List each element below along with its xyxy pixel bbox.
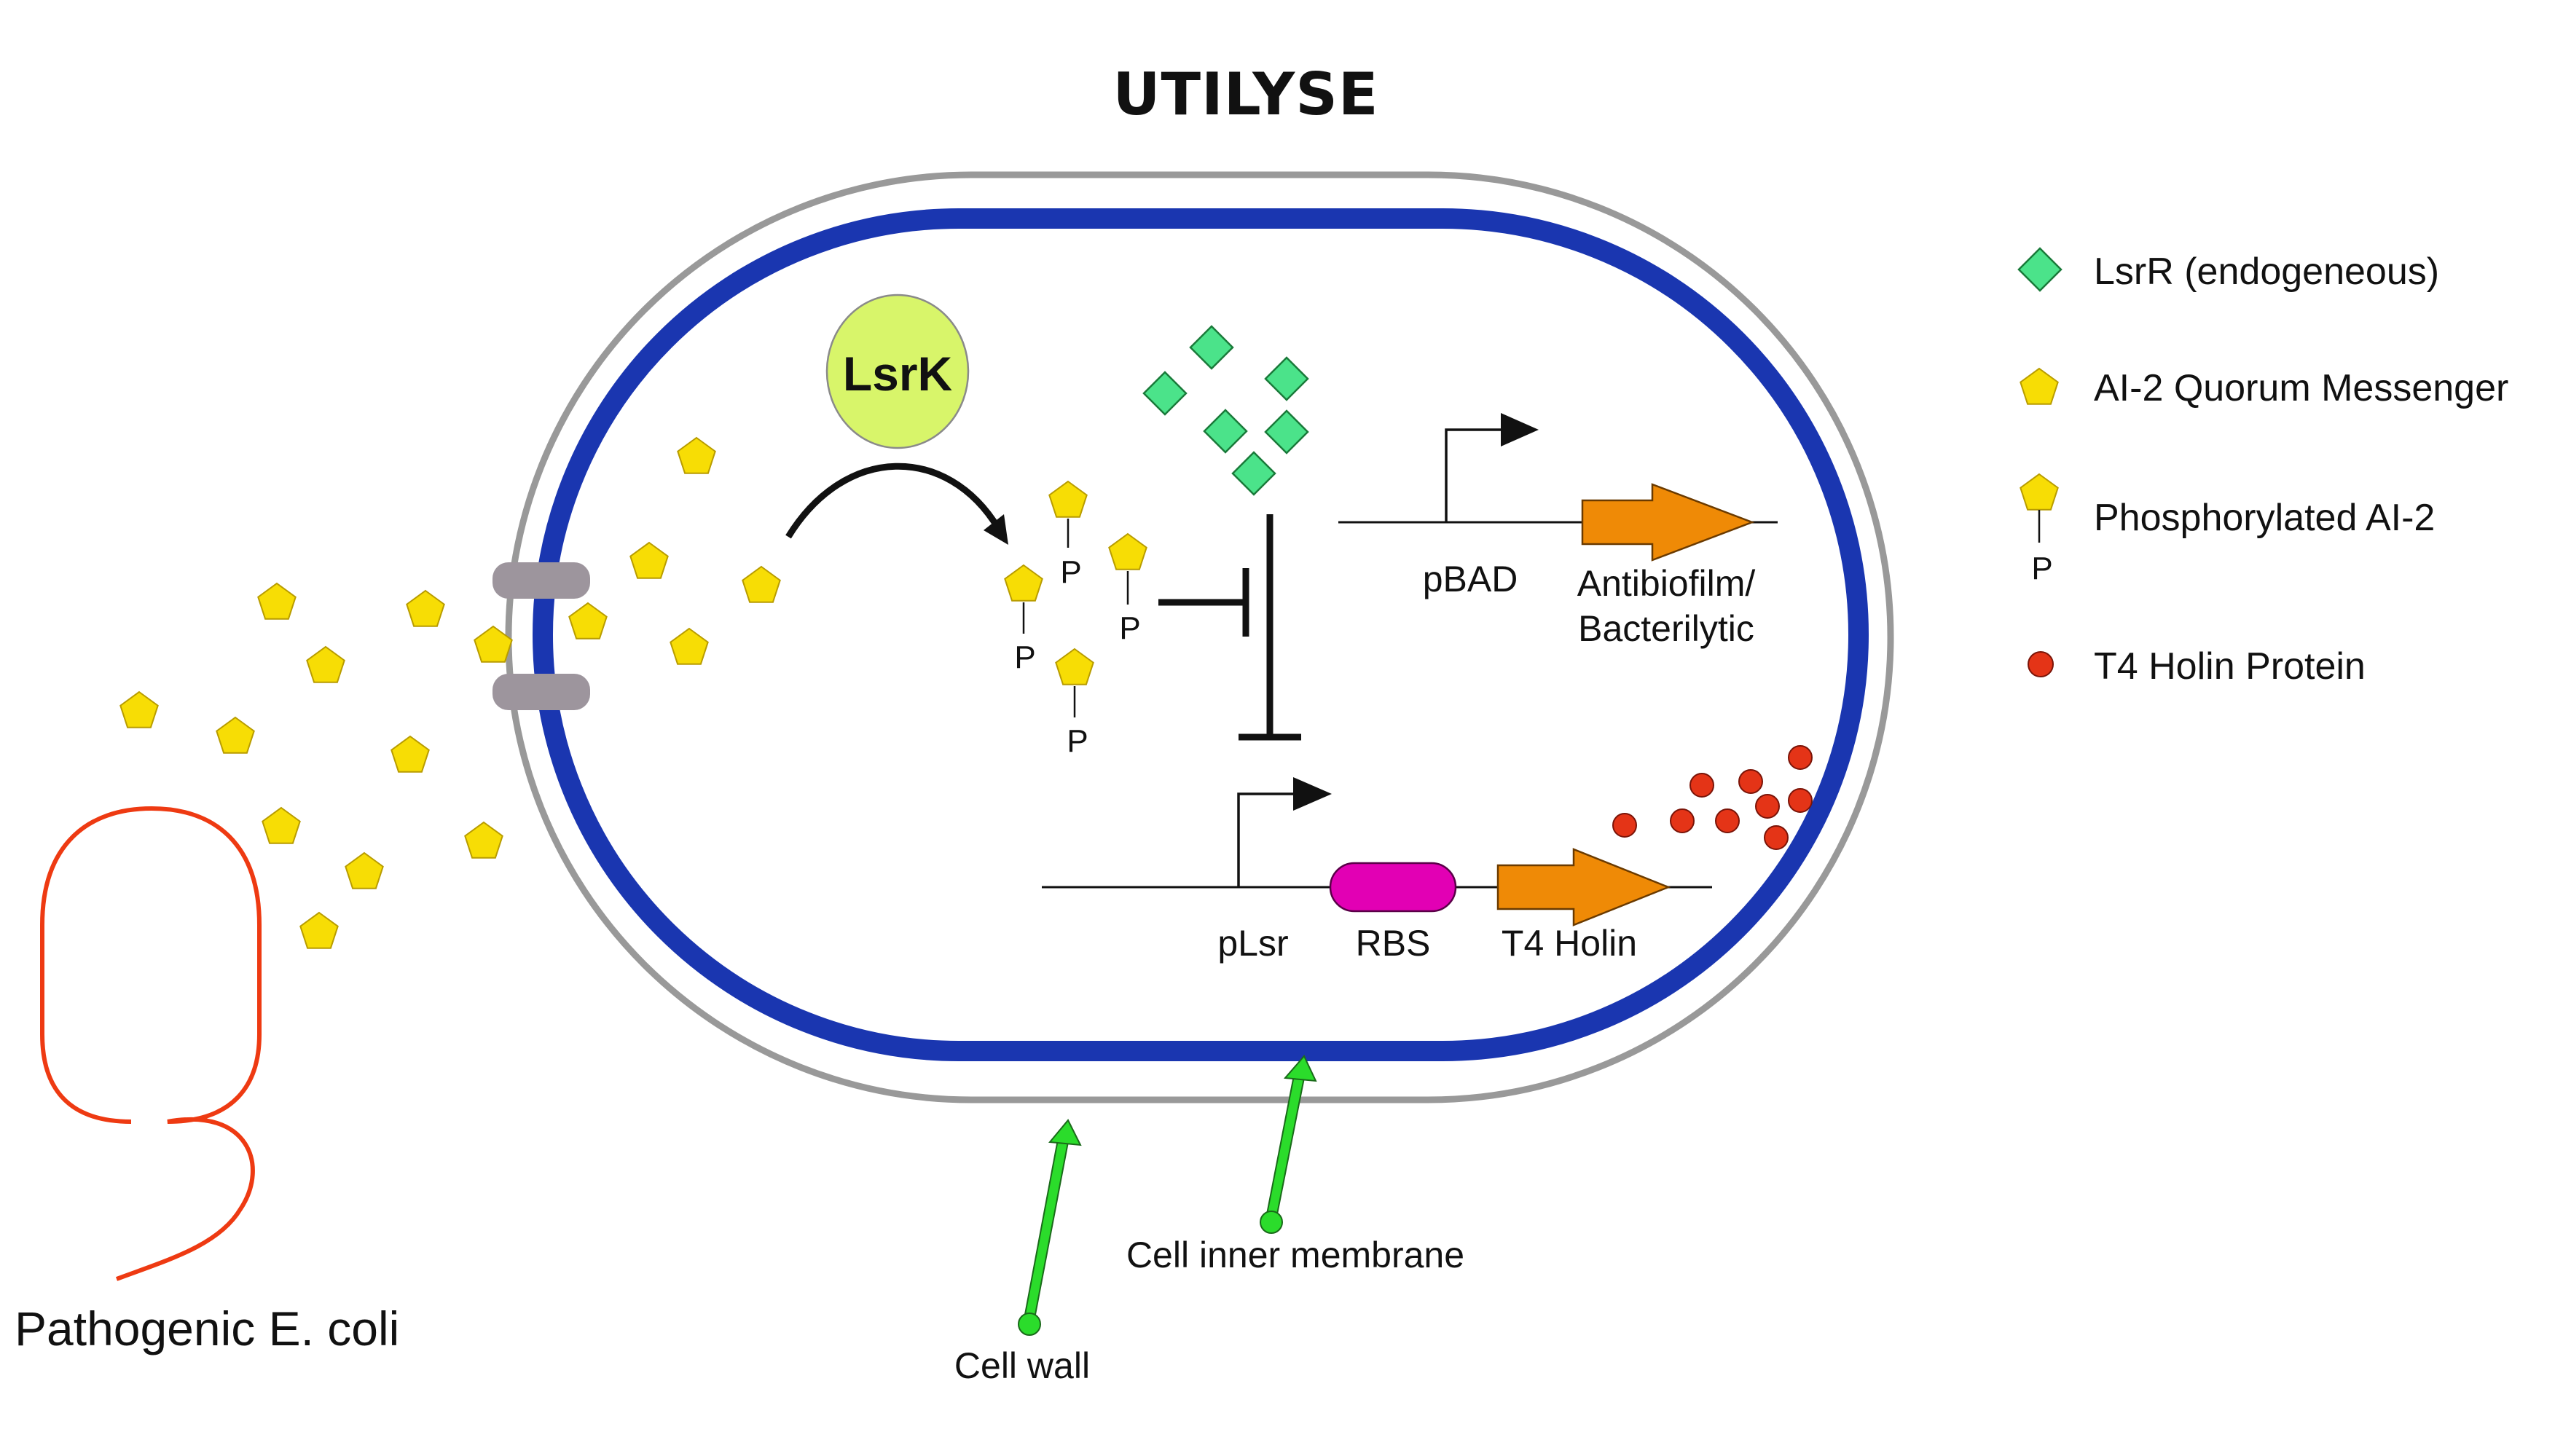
cell-wall-pointer-anchor xyxy=(1018,1313,1041,1336)
plsr-promoter-arrow xyxy=(1237,792,1293,887)
phosphate-label: P xyxy=(1067,723,1088,759)
rbs-label: RBS xyxy=(1356,923,1431,964)
antibiofilm-gene-arrow xyxy=(1581,483,1755,562)
legend-label: Phosphorylated AI-2 xyxy=(2094,497,2435,539)
porin-channel xyxy=(492,562,590,599)
phosphorylation-arrow xyxy=(785,463,1001,539)
plsr-label: pLsr xyxy=(1217,923,1288,964)
phospho-ai2-pentagon xyxy=(1048,481,1088,518)
legend: LsrR (endogeneous) AI-2 Quorum Messenger… xyxy=(2017,247,2508,688)
lsrr-diamond xyxy=(1189,325,1234,370)
ai2-pentagon xyxy=(306,646,345,683)
diagram-title: UTILYSE xyxy=(1112,60,1378,128)
ai2-pentagon xyxy=(742,566,781,603)
holin-dot xyxy=(1788,788,1813,813)
lsrk-label: LsrK xyxy=(843,347,953,401)
pbad-circuit: pBAD Antibiofilm/ Bacterilytic xyxy=(1338,413,1778,649)
phospho-ai2-pentagon xyxy=(1055,648,1094,685)
ai2-pentagon xyxy=(262,807,301,844)
phosphate-label: P xyxy=(1014,640,1035,675)
holin-dot xyxy=(1755,794,1780,819)
holin-dot xyxy=(1788,745,1813,770)
lsrr-molecules xyxy=(1142,325,1309,496)
legend-phosphate-label: P xyxy=(2031,551,2052,586)
lsrk-enzyme xyxy=(825,294,970,449)
plsr-promoter-arrowhead xyxy=(1293,777,1332,811)
holin-proteins xyxy=(1612,745,1813,850)
lsrr-diamond xyxy=(1231,451,1276,496)
ai2-pentagon xyxy=(119,691,159,728)
ai2-molecules xyxy=(119,437,781,949)
pbad-promoter-arrowhead xyxy=(1501,413,1539,446)
ai2-pentagon xyxy=(629,542,669,579)
cell-wall-label: Cell wall xyxy=(954,1345,1090,1386)
green-diamond-icon xyxy=(2017,247,2063,292)
legend-label: LsrR (endogeneous) xyxy=(2094,251,2439,293)
legend-label: AI-2 Quorum Messenger xyxy=(2094,367,2508,409)
inner-membrane-outline xyxy=(533,208,1869,1061)
holin-dot xyxy=(1689,773,1714,798)
ai2-pentagon xyxy=(216,717,255,754)
inner-membrane-label: Cell inner membrane xyxy=(1126,1235,1464,1275)
rbs-block xyxy=(1329,862,1457,913)
ai2-pentagon xyxy=(670,628,709,665)
phospho-ai2-pentagon xyxy=(1108,533,1147,570)
cell-wall-pointer-shaft xyxy=(1023,1138,1070,1319)
red-dot-icon xyxy=(2028,651,2054,677)
lsrr-diamond xyxy=(1203,409,1248,454)
antibiofilm-label: Antibiofilm/ xyxy=(1577,563,1756,604)
ai2-pentagon xyxy=(257,583,297,620)
holin-dot xyxy=(1715,808,1740,833)
pathogenic-ecoli-label: Pathogenic E. coli xyxy=(15,1302,399,1355)
phosphorylated-pentagon-icon xyxy=(2020,473,2059,511)
cell-wall-pointer: Cell wall xyxy=(954,1119,1090,1386)
phosphorylation-arrowhead xyxy=(984,514,1008,545)
ai2-pentagon xyxy=(464,822,503,859)
yellow-pentagon-icon xyxy=(2020,368,2059,405)
porin-channel xyxy=(492,674,590,710)
ai2-pentagon xyxy=(345,852,384,889)
lsrr-diamond xyxy=(1264,356,1309,401)
t4-holin-label: T4 Holin xyxy=(1502,923,1637,964)
bacterilytic-label: Bacterilytic xyxy=(1578,608,1754,649)
cell-wall-pointer-arrowhead xyxy=(1048,1119,1082,1146)
inner-membrane-pointer-arrowhead xyxy=(1283,1055,1317,1082)
phosphate-label: P xyxy=(1060,554,1081,590)
ai2-pentagon xyxy=(677,437,716,474)
inner-membrane-pointer-anchor xyxy=(1260,1211,1283,1234)
legend-label: T4 Holin Protein xyxy=(2094,645,2366,688)
lsrr-diamond xyxy=(1264,409,1309,454)
phosphate-label: P xyxy=(1119,610,1140,646)
t4-holin-gene-arrow xyxy=(1496,848,1671,926)
phospho-ai2-pentagon xyxy=(1004,564,1043,602)
holin-dot xyxy=(1764,825,1789,850)
holin-dot xyxy=(1670,808,1695,833)
inner-membrane-pointer: Cell inner membrane xyxy=(1126,1055,1464,1275)
pbad-label: pBAD xyxy=(1423,559,1518,599)
holin-dot xyxy=(1612,813,1637,838)
pbad-promoter-arrow xyxy=(1445,428,1501,522)
plsr-circuit: pLsr RBS T4 Holin xyxy=(1042,777,1712,964)
pathogenic-ecoli-outline xyxy=(40,806,262,1281)
ai2-pentagon xyxy=(568,602,608,640)
ai2-pentagon xyxy=(299,912,339,949)
ai2-pentagon xyxy=(390,736,430,773)
lsrr-diamond xyxy=(1142,371,1188,416)
holin-dot xyxy=(1738,769,1763,794)
phosphorylated-ai2-group: P P P P xyxy=(1004,481,1147,759)
ai2-pentagon xyxy=(406,590,445,627)
